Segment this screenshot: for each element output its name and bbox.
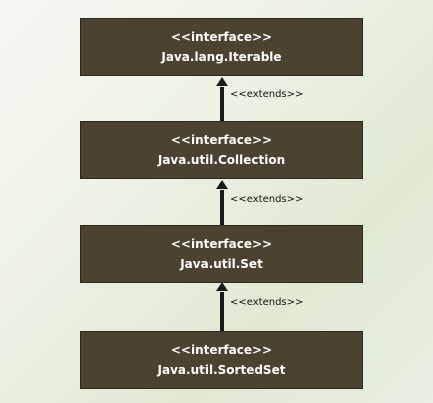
interface-name: Java.util.Collection [157,153,286,167]
arrowhead-icon [216,282,228,291]
stereotype-label: <<interface>> [170,133,273,147]
interface-box-sortedset: <<interface>> Java.util.SortedSet [80,331,363,389]
extends-label: <<extends>> [230,194,304,205]
stereotype-label: <<interface>> [170,343,273,357]
interface-box-iterable: <<interface>> Java.lang.Iterable [80,18,363,76]
stereotype-label: <<interface>> [170,30,273,44]
extends-connector-line [220,292,224,331]
arrowhead-icon [216,180,228,189]
interface-name: Java.util.Set [180,257,263,271]
interface-box-collection: <<interface>> Java.util.Collection [80,121,363,179]
extends-connector-line [220,87,224,121]
arrowhead-icon [216,77,228,86]
stereotype-label: <<interface>> [170,237,273,251]
interface-name: Java.lang.Iterable [161,50,282,64]
interface-name: Java.util.SortedSet [157,363,286,377]
extends-connector-line [220,190,224,225]
extends-label: <<extends>> [230,297,304,308]
extends-label: <<extends>> [230,89,304,100]
interface-box-set: <<interface>> Java.util.Set [80,225,363,283]
